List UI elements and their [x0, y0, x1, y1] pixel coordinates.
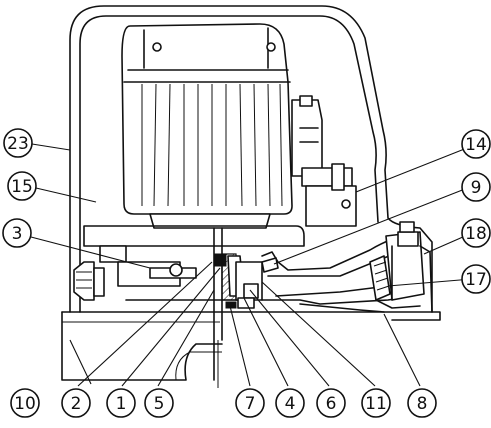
callout-label: 23	[7, 134, 29, 154]
callout-18: 18	[461, 218, 491, 248]
callout-label: 17	[465, 270, 487, 290]
callout-3: 3	[2, 218, 32, 248]
callout-label: 9	[471, 178, 482, 198]
outer-cover	[69, 5, 433, 313]
callout-9: 9	[461, 172, 491, 202]
callout-1: 1	[106, 388, 136, 418]
callout-label: 3	[12, 224, 23, 244]
callout-5: 5	[144, 388, 174, 418]
left-connector	[73, 261, 105, 301]
callout-14: 14	[461, 129, 491, 159]
callout-label: 18	[465, 224, 487, 244]
callout-4: 4	[275, 388, 305, 418]
callout-23: 23	[3, 128, 33, 158]
callout-label: 5	[154, 394, 165, 414]
terminal-box	[291, 95, 357, 227]
base-plate	[61, 311, 441, 381]
callout-17: 17	[461, 264, 491, 294]
strainer-valve	[369, 221, 433, 313]
callout-label: 10	[14, 394, 36, 414]
leader-lines	[30, 143, 473, 387]
callout-6: 6	[316, 388, 346, 418]
motor-mount	[99, 245, 245, 301]
callout-label: 15	[11, 177, 33, 197]
callout-7: 7	[235, 388, 265, 418]
callout-label: 1	[116, 394, 127, 414]
motor	[83, 23, 305, 247]
callout-11: 11	[361, 388, 391, 418]
callout-label: 8	[417, 394, 428, 414]
callout-label: 6	[326, 394, 337, 414]
pump-head	[221, 253, 279, 309]
callout-label: 14	[465, 135, 487, 155]
callout-10: 10	[10, 388, 40, 418]
callout-label: 4	[285, 394, 296, 414]
motor-cooling-fins	[141, 83, 283, 207]
callout-8: 8	[407, 388, 437, 418]
callout-label: 7	[245, 394, 256, 414]
callout-2: 2	[61, 388, 91, 418]
callout-label: 2	[71, 394, 82, 414]
shaft	[213, 227, 223, 388]
callout-15: 15	[7, 171, 37, 201]
callout-label: 11	[365, 394, 387, 414]
